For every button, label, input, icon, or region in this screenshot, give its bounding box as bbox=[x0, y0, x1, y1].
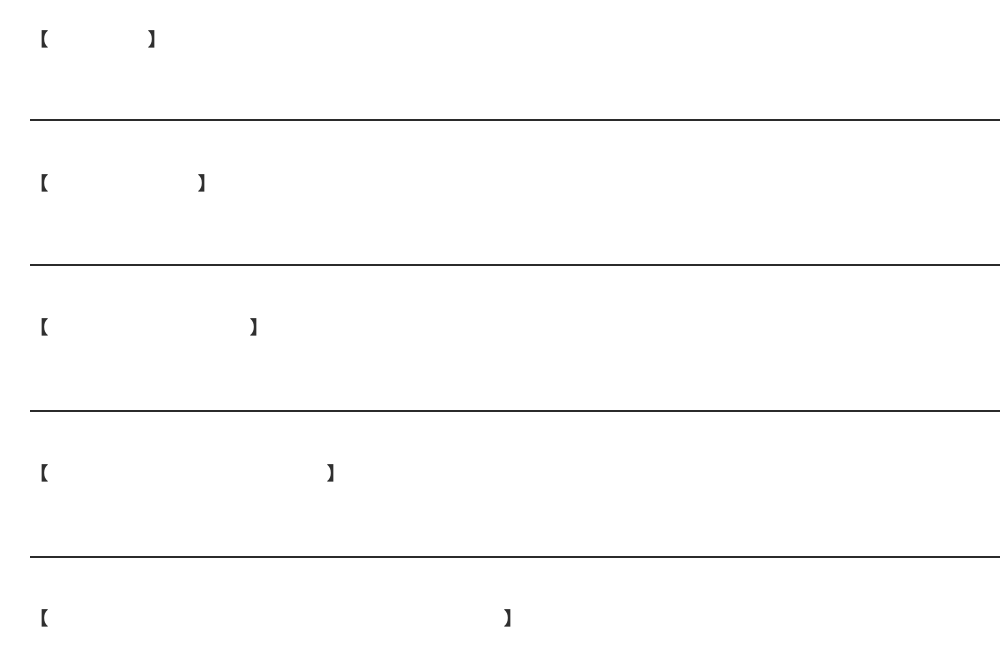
open-bracket: 【 bbox=[30, 30, 48, 51]
divider bbox=[30, 264, 1000, 266]
open-bracket: 【 bbox=[30, 174, 48, 195]
close-bracket: 】 bbox=[504, 609, 522, 630]
section-heading-2: 【 】 bbox=[30, 174, 1000, 214]
section-heading-4: 【 】 bbox=[30, 464, 1000, 504]
open-bracket: 【 bbox=[30, 318, 48, 339]
divider bbox=[30, 119, 1000, 121]
close-bracket: 】 bbox=[148, 30, 166, 51]
section-heading-3: 【 】 bbox=[30, 318, 1000, 358]
section-heading-1: 【 】 bbox=[30, 30, 1000, 70]
close-bracket: 】 bbox=[198, 174, 216, 195]
close-bracket: 】 bbox=[327, 464, 345, 485]
divider bbox=[30, 556, 1000, 558]
section-heading-5: 【 】 bbox=[30, 609, 1000, 649]
close-bracket: 】 bbox=[250, 318, 268, 339]
divider bbox=[30, 410, 1000, 412]
open-bracket: 【 bbox=[30, 464, 48, 485]
open-bracket: 【 bbox=[30, 609, 48, 630]
